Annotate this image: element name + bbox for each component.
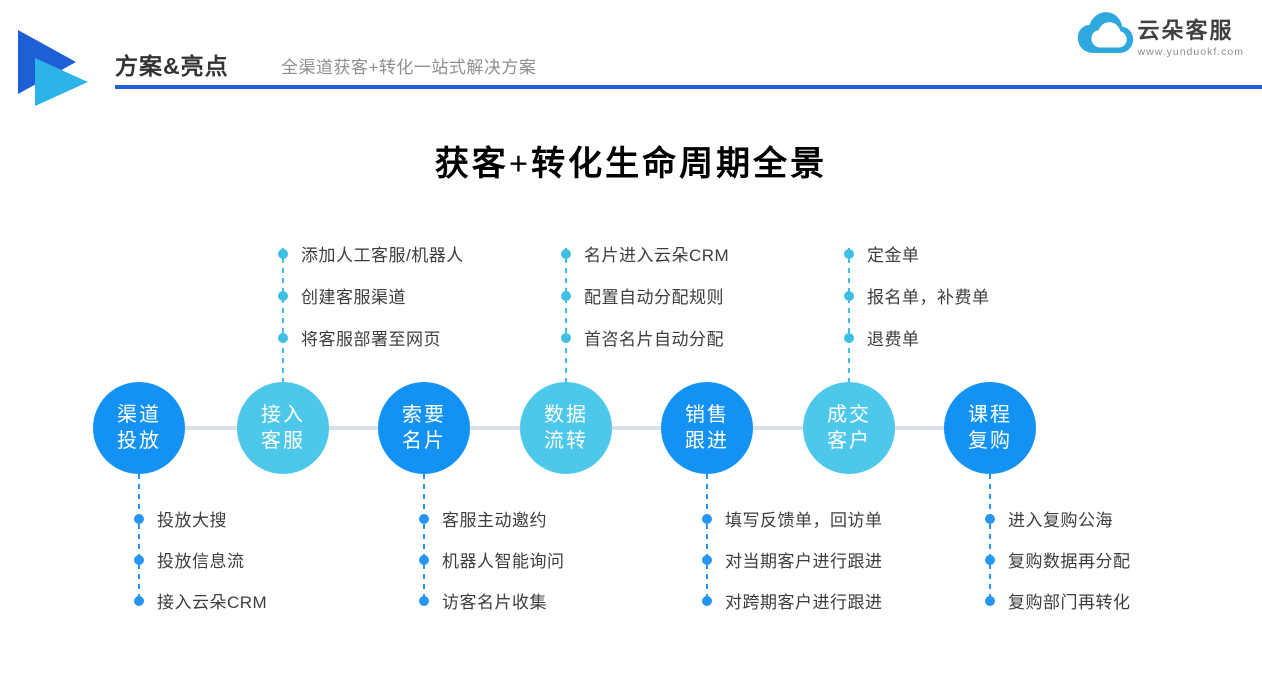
list-item: 退费单 xyxy=(844,325,920,350)
bullet-dot-icon xyxy=(702,554,712,565)
list-item: 定金单 xyxy=(844,241,920,266)
bullet-dot-icon xyxy=(278,248,288,259)
brand-logo: 云朵客服 www.yunduokf.com xyxy=(1076,10,1244,58)
stage-label: 客户 xyxy=(827,430,871,452)
stage-label: 复购 xyxy=(968,430,1012,452)
stage-label: 投放 xyxy=(117,430,161,452)
stage-label: 跟进 xyxy=(685,430,729,452)
stage-label: 索要 xyxy=(402,404,446,426)
stage-label: 成交 xyxy=(827,404,871,426)
bullet-dot-icon xyxy=(134,595,144,606)
list-item: 进入复购公海 xyxy=(985,506,1113,531)
bullet-dot-icon xyxy=(419,554,429,565)
list-item: 名片进入云朵CRM xyxy=(561,241,729,266)
stage-label: 销售 xyxy=(685,404,729,426)
dashed-line xyxy=(423,474,425,604)
stage-label: 名片 xyxy=(402,430,446,452)
logo-url: www.yunduokf.com xyxy=(1137,46,1244,58)
bullet-dot-icon xyxy=(419,595,429,606)
list-item: 访客名片收集 xyxy=(419,588,547,613)
diagram-title: 获客+转化生命周期全景 xyxy=(434,146,828,183)
list-item: 对当期客户进行跟进 xyxy=(702,547,883,572)
stage-label: 数据 xyxy=(544,404,588,426)
bullet-dot-icon xyxy=(419,513,429,524)
list-item: 接入云朵CRM xyxy=(134,588,267,613)
dashed-line xyxy=(848,248,850,384)
bullet-dot-icon xyxy=(278,290,288,301)
stage-circle-7: 课程 复购 xyxy=(944,382,1036,474)
list-item: 填写反馈单，回访单 xyxy=(702,506,883,531)
bullet-dot-icon xyxy=(844,332,854,343)
play-triangles-icon xyxy=(18,30,88,106)
stage-circle-5: 销售 跟进 xyxy=(661,382,753,474)
bullet-dot-icon xyxy=(702,513,712,524)
list-item: 机器人智能询问 xyxy=(419,547,565,572)
bullet-dot-icon xyxy=(985,595,995,606)
stage-circle-6: 成交 客户 xyxy=(803,382,895,474)
dashed-line xyxy=(706,474,708,604)
dashed-line xyxy=(138,474,140,604)
stage-label: 课程 xyxy=(968,404,1012,426)
list-item: 报名单，补费单 xyxy=(844,283,990,308)
bullet-dot-icon xyxy=(561,290,571,301)
stage-circle-1: 渠道 投放 xyxy=(93,382,185,474)
bullet-dot-icon xyxy=(134,513,144,524)
list-item: 复购部门再转化 xyxy=(985,588,1131,613)
bullet-dot-icon xyxy=(985,513,995,524)
stage-circle-4: 数据 流转 xyxy=(520,382,612,474)
dashed-line xyxy=(282,248,284,384)
bullet-dot-icon xyxy=(561,332,571,343)
list-item: 添加人工客服/机器人 xyxy=(278,241,464,266)
stage-label: 客服 xyxy=(261,430,305,452)
list-item: 首咨名片自动分配 xyxy=(561,325,724,350)
bullet-dot-icon xyxy=(844,290,854,301)
list-item: 对跨期客户进行跟进 xyxy=(702,588,883,613)
dashed-line xyxy=(989,474,991,604)
list-item: 复购数据再分配 xyxy=(985,547,1131,572)
bullet-dot-icon xyxy=(985,554,995,565)
list-item: 将客服部署至网页 xyxy=(278,325,441,350)
stage-label: 流转 xyxy=(544,430,588,452)
stage-label: 渠道 xyxy=(117,404,161,426)
stage-circle-3: 索要 名片 xyxy=(378,382,470,474)
bullet-dot-icon xyxy=(702,595,712,606)
bullet-dot-icon xyxy=(844,248,854,259)
page-subtitle: 全渠道获客+转化一站式解决方案 xyxy=(281,58,537,77)
cloud-icon xyxy=(1077,12,1133,53)
logo-name: 云朵客服 xyxy=(1137,18,1234,43)
header-underline xyxy=(115,85,1262,89)
list-item: 客服主动邀约 xyxy=(419,506,547,531)
stage-circle-2: 接入 客服 xyxy=(237,382,329,474)
stage-label: 接入 xyxy=(261,404,305,426)
list-item: 创建客服渠道 xyxy=(278,283,406,308)
bullet-dot-icon xyxy=(561,248,571,259)
bullet-dot-icon xyxy=(278,332,288,343)
dashed-line xyxy=(565,248,567,384)
list-item: 投放信息流 xyxy=(134,547,245,572)
list-item: 配置自动分配规则 xyxy=(561,283,724,308)
page-title: 方案&亮点 xyxy=(115,53,229,79)
bullet-dot-icon xyxy=(134,554,144,565)
list-item: 投放大搜 xyxy=(134,506,227,531)
